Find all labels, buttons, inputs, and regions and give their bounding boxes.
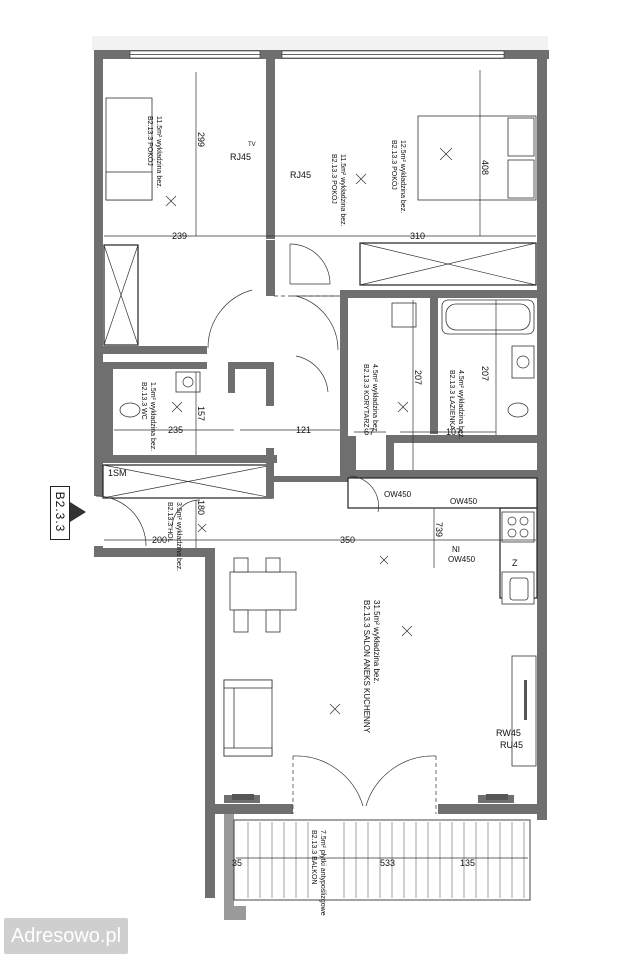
ow450-label-2: OW450 — [450, 497, 478, 506]
dimension-labels: 299 239 310 408 157 235 121 67 207 207 1… — [152, 132, 490, 868]
flat-code-text: B2.3.3 — [53, 491, 67, 533]
living-label: B2.13.3 SALON ANEKS KUCHENNY — [362, 600, 371, 734]
bedroom-3-label: B2.13.3 POKÓJ — [330, 154, 339, 204]
dim-121: 121 — [296, 425, 311, 435]
tv-socket-label: TV — [248, 142, 256, 148]
toilet-icon — [507, 402, 529, 418]
dim-107: 107 — [446, 427, 461, 437]
ni-label: NI — [452, 545, 460, 554]
room-labels: B2.13.3 POKÓJ 11.5m² wykładzina bez. B2.… — [140, 116, 464, 916]
flat-code-badge: B2.3.3 — [50, 486, 70, 540]
dim-310: 310 — [410, 231, 425, 241]
entry-arrow-icon — [70, 502, 86, 522]
bathroom-area: 4.5m² wykładzina bez. — [457, 370, 464, 439]
watermark-logo: Adresowo.pl — [4, 918, 128, 954]
dim-207b: 207 — [480, 366, 490, 381]
living-area: 31.5m² wykładzina bez. — [372, 600, 381, 684]
bedroom-3-area: 11.5m² wykładzina bez. — [339, 154, 346, 227]
dining-table — [229, 571, 297, 611]
wc-area: 1.5m² wykładzina bez. — [149, 382, 156, 451]
dim-180: 180 — [196, 500, 206, 515]
dim-739: 739 — [434, 522, 444, 537]
bedroom-1-area: 11.5m² wykładzina bez. — [155, 116, 162, 189]
wc-sink-icon — [175, 371, 201, 393]
balcony-area: 7.5m² płytki antypoślizgowe — [319, 830, 326, 916]
entrance-area: 3.5m² wykładzina bez. — [175, 502, 182, 571]
doors — [95, 243, 437, 814]
ow450-label-1: OW450 — [384, 490, 412, 499]
balcony-label: B2.13.3 BALKON — [310, 830, 317, 884]
dim-239: 239 — [172, 231, 187, 241]
cooktop-icon — [501, 511, 535, 543]
dim-350: 350 — [340, 535, 355, 545]
rw45-label: RW45 — [496, 728, 521, 738]
sink-icon — [511, 345, 535, 379]
dimension-lines — [104, 70, 536, 859]
rj45-label-1: RJ45 — [230, 152, 251, 162]
entrance-label: B2.13.3 HOL — [166, 502, 173, 543]
dim-408: 408 — [480, 160, 490, 175]
dim-235: 235 — [168, 425, 183, 435]
ru45-label: RU45 — [500, 740, 523, 750]
top-hatch — [92, 36, 548, 50]
dim-200: 200 — [152, 535, 167, 545]
wc-label: B2.13.3 WC — [140, 382, 147, 420]
ow450-label-3: OW450 — [448, 555, 476, 564]
room-markers — [165, 147, 453, 715]
bath-cabinet — [391, 302, 417, 328]
hall-label: B2.13.3 KORYTARZ — [362, 364, 369, 428]
wardrobe-1sm-label: 1SM — [108, 468, 127, 478]
furniture — [105, 97, 537, 800]
dim-135: 135 — [460, 858, 475, 868]
dim-299: 299 — [196, 132, 206, 147]
bathroom-label: B2.13.3 ŁAZIENKA — [448, 370, 455, 430]
outer-walls — [94, 50, 549, 920]
rj45-label-2: RJ45 — [290, 170, 311, 180]
toilet-wc-icon — [119, 402, 141, 418]
dim-533: 533 — [380, 858, 395, 868]
installation-symbols: RJ45 RJ45 TV RW45 RU45 OW450 OW450 OW450… — [108, 142, 523, 750]
bedroom-2-area: 12.5m² wykładzina bez. — [399, 140, 406, 213]
z-label: Z — [512, 558, 518, 568]
hall-area: 4.5m² wykładzina bez. — [371, 364, 378, 433]
dim-207a: 207 — [413, 370, 423, 385]
bedroom-2-label: B2.13.3 POKÓJ — [390, 140, 399, 190]
bedroom-1-label: B2.13.3 POKÓJ — [146, 116, 155, 166]
dim-35: 35 — [232, 858, 242, 868]
dim-157: 157 — [196, 406, 206, 421]
interior-walls — [102, 59, 538, 803]
dim-67: 67 — [364, 427, 374, 437]
